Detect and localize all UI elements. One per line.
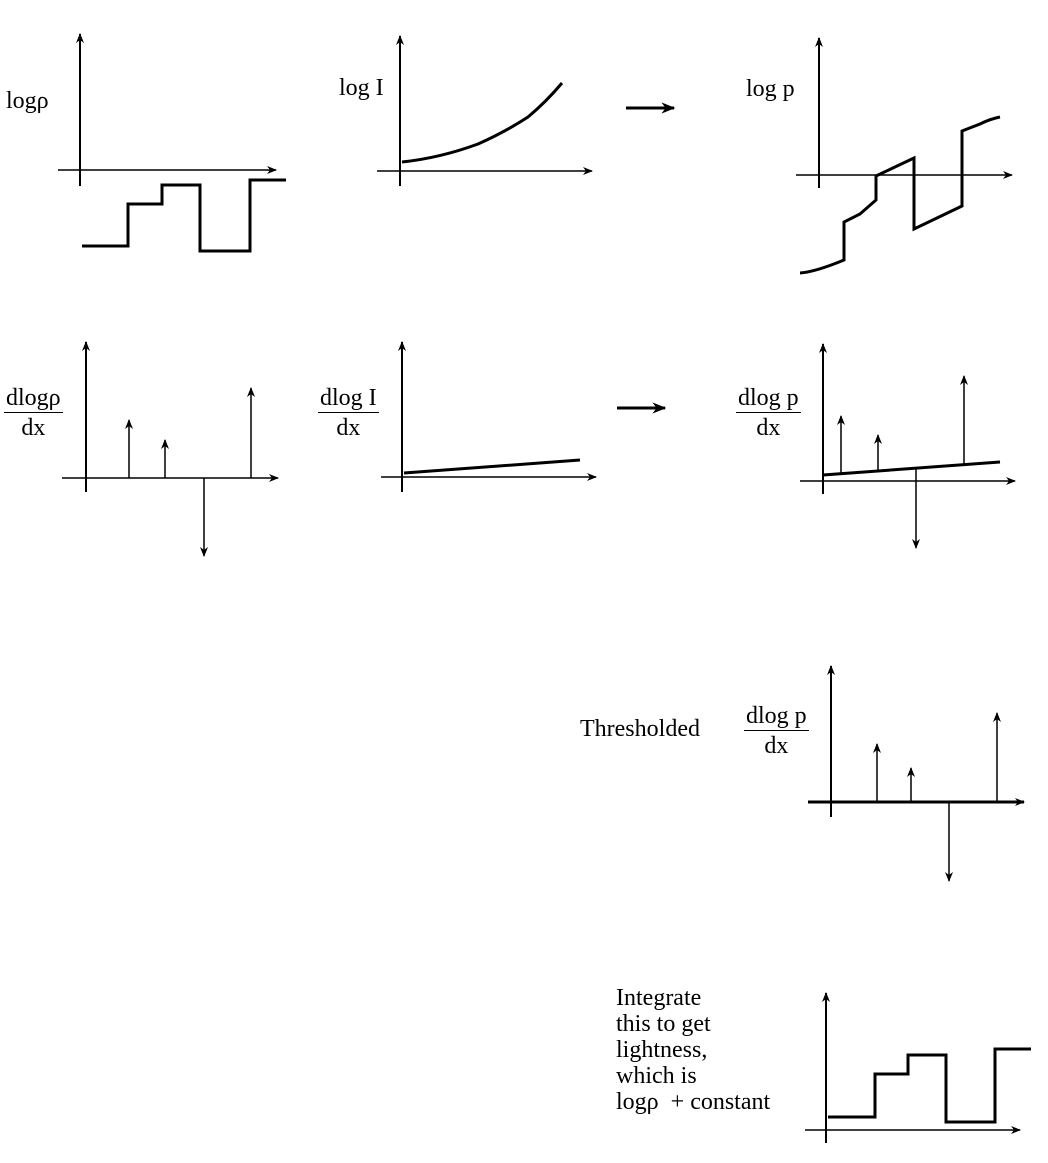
label-dlog-i-dx: dlog I dx — [318, 386, 379, 440]
note-line: lightness, — [616, 1037, 708, 1063]
recovered-lightness-curve — [828, 1047, 1031, 1124]
fraction-numerator: dlog p — [736, 385, 801, 413]
panel-dlog-i — [381, 341, 597, 492]
label-log-p: log p — [746, 76, 795, 102]
note-line: Integrate — [616, 985, 702, 1011]
note-line: which is — [616, 1063, 697, 1089]
derivative-line — [403, 458, 581, 475]
panel-dlog-p — [800, 343, 1016, 549]
panel-log-i — [377, 35, 593, 186]
fraction-denominator: dx — [21, 415, 46, 441]
label-dlog-rho-dx: dlogρ dx — [4, 386, 63, 440]
illumination-curve — [401, 82, 564, 164]
fraction-numerator: dlog p — [744, 703, 809, 731]
derivative-line — [822, 460, 1001, 477]
panel-thresholded — [808, 665, 1025, 882]
fraction-denominator: dx — [756, 415, 781, 441]
fraction-denominator: dx — [336, 415, 361, 441]
integrate-note: Integrate this to get lightness, which i… — [616, 985, 770, 1115]
fraction-numerator: dlogρ — [4, 385, 63, 413]
label-dlog-p-dx: dlog p dx — [736, 386, 801, 440]
luminance-curve — [799, 115, 1001, 275]
panel-dlog-rho — [62, 341, 279, 557]
fraction-numerator: dlog I — [318, 385, 379, 413]
note-line: this to get — [616, 1011, 711, 1037]
label-thresholded: Thresholded — [580, 716, 700, 742]
panel-log-p — [796, 37, 1013, 275]
note-line-formula: logρ + constant — [616, 1089, 770, 1115]
note-constant: + constant — [670, 1089, 771, 1115]
label-thresholded-dlog-p-dx: dlog p dx — [744, 704, 809, 758]
panel-integrated — [805, 992, 1031, 1143]
label-log-rho: logρ — [6, 88, 49, 114]
reflectance-step-curve — [82, 178, 286, 253]
note-log-rho: logρ — [616, 1089, 659, 1115]
label-log-i: log I — [339, 75, 384, 101]
panel-log-rho — [58, 33, 286, 253]
fraction-denominator: dx — [764, 733, 789, 759]
